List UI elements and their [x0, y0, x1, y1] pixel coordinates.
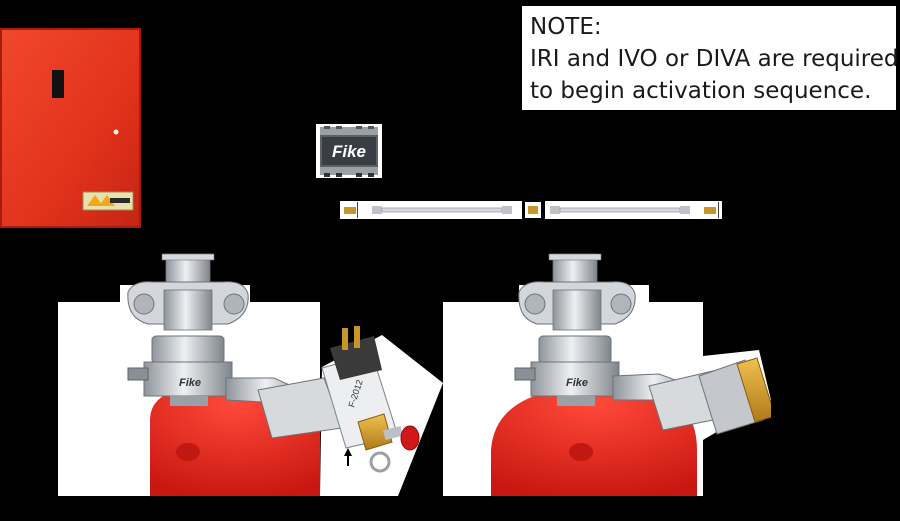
valve-left-brand: Fike — [179, 377, 201, 389]
module-brand: Fike — [332, 142, 366, 161]
panel-logo — [82, 191, 134, 211]
note-box: NOTE: IRI and IVO or DIVA are required t… — [522, 6, 899, 110]
hose-left — [340, 201, 522, 219]
cylinder-valve-left: Fike F-2012 — [58, 253, 443, 496]
cylinder-valve-right: Fike — [443, 253, 771, 496]
control-panel — [0, 28, 141, 228]
valve-right-brand: Fike — [566, 377, 588, 389]
hose-strip — [340, 201, 722, 219]
hose-right — [545, 201, 722, 219]
fike-module: Fike — [316, 124, 382, 178]
hose-coupling — [525, 202, 541, 218]
note-heading: NOTE: — [530, 14, 602, 40]
panel-window — [52, 70, 64, 98]
cylinder-body-right — [491, 386, 697, 496]
note-line-1: IRI and IVO or DIVA are required — [530, 46, 899, 72]
note-line-2: to begin activation sequence. — [530, 78, 872, 104]
panel-lock — [113, 129, 119, 135]
